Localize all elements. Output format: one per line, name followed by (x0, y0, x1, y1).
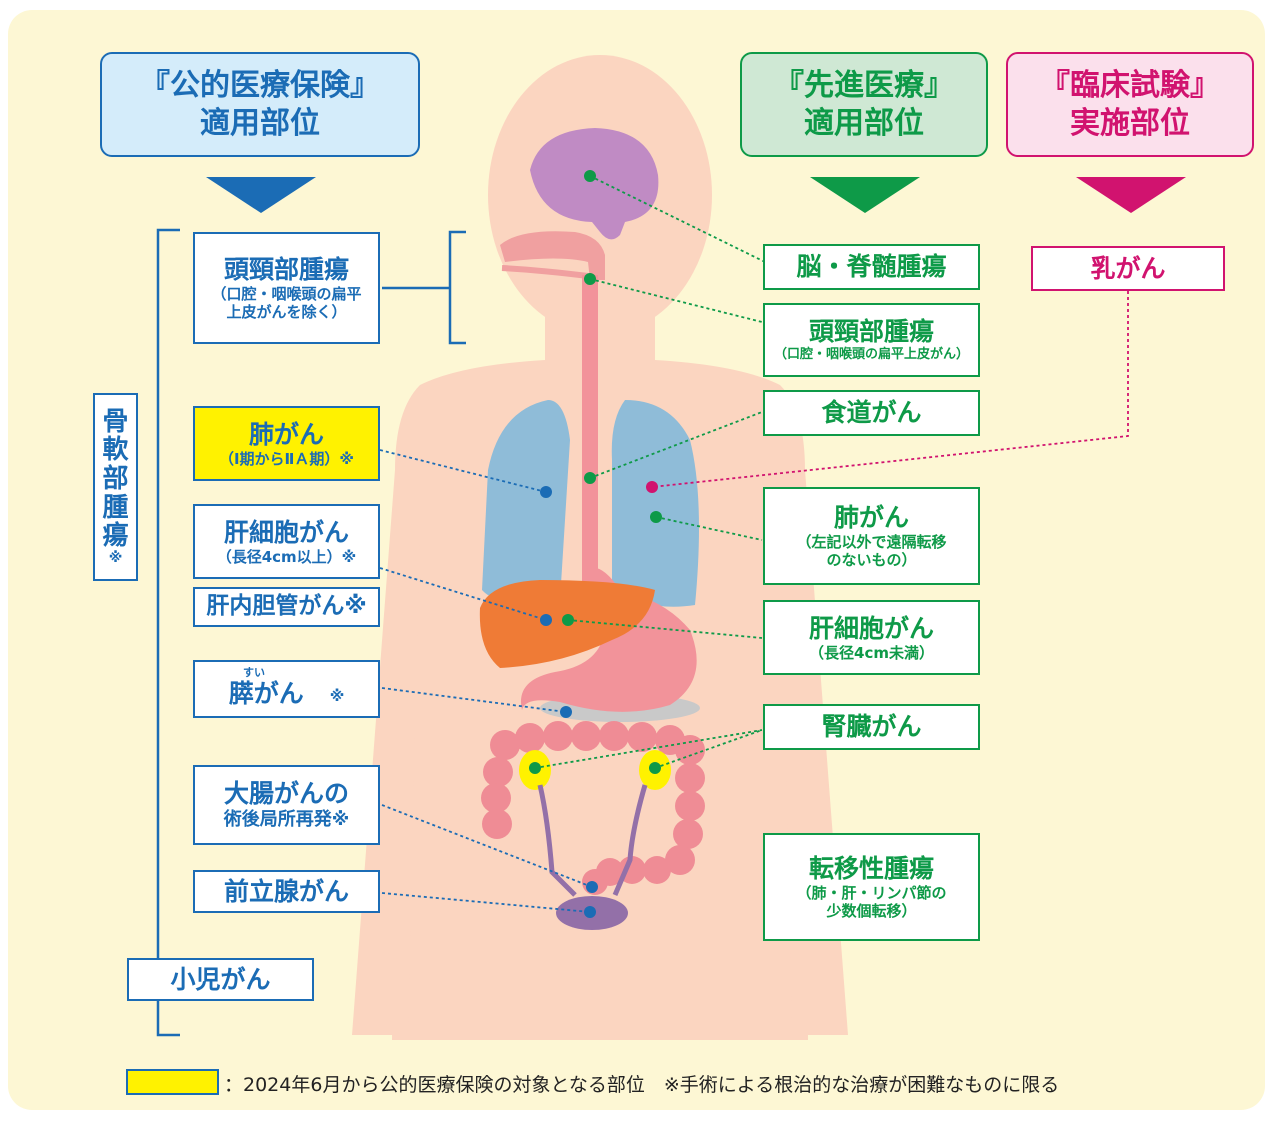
bone-soft-char: 瘍 (102, 521, 129, 552)
advanced-liver-label: 肝細胞がん (808, 613, 934, 643)
trial-header-line1: 『臨床試験』 (1040, 68, 1220, 103)
public-bile-duct-box: 肝内胆管がん※ (193, 587, 380, 627)
trial-breast-label: 乳がん (1090, 253, 1166, 283)
public-pancreas-label: 膵がん (228, 679, 304, 708)
trial-breast-box: 乳がん (1031, 246, 1225, 291)
advanced-head-neck-label: 頭頸部腫瘍 (808, 317, 934, 347)
public-bile-duct-label: 肝内胆管がん※ (206, 593, 367, 620)
public-head-neck-sub1: （口腔・咽喉頭の扁平 (211, 285, 362, 303)
organ-dots (529, 170, 662, 918)
public-colon-label: 大腸がんの (223, 779, 349, 809)
bone-soft-char: 軟 (102, 435, 129, 466)
trial-connector (651, 291, 1129, 488)
public-bone-soft-box: 骨 軟 部 腫 瘍 ※ (93, 393, 138, 581)
advanced-arrow (810, 177, 920, 213)
advanced-lung-box: 肺がん （左記以外で遠隔転移 のないもの） (763, 487, 980, 585)
public-arrow (206, 177, 316, 213)
head-neck-bracket (382, 230, 466, 345)
public-connectors (379, 449, 593, 913)
advanced-esophagus-label: 食道がん (821, 398, 922, 427)
public-liver-sub: （長径4cm以上）※ (216, 547, 357, 566)
left-lung-organ (611, 400, 699, 607)
trial-arrow (1076, 177, 1186, 213)
advanced-head-neck-box: 頭頸部腫瘍 （口腔・咽喉頭の扁平上皮がん） (763, 303, 980, 377)
advanced-brain-label: 脳・脊髄腫瘍 (796, 252, 947, 281)
public-colon-sub: 術後局所再発※ (223, 809, 350, 831)
public-header-line1: 『公的医療保険』 (140, 68, 380, 103)
bone-soft-mark: ※ (108, 549, 123, 566)
advanced-kidney-label: 腎臓がん (821, 712, 922, 741)
advanced-brain-box: 脳・脊髄腫瘍 (763, 244, 980, 290)
legend-swatch (126, 1069, 219, 1095)
advanced-lung-sub1: （左記以外で遠隔転移 (796, 533, 947, 551)
public-head-neck-box: 頭頸部腫瘍 （口腔・咽喉頭の扁平 上皮がんを除く） (193, 232, 380, 344)
public-lung-sub: （Ⅰ期からⅡＡ期）※ (218, 449, 355, 468)
mouth-organ (500, 231, 605, 280)
advanced-head-neck-sub: （口腔・咽喉頭の扁平上皮がん） (773, 347, 969, 363)
advanced-lung-sub2: のないもの） (826, 551, 917, 569)
trial-header-line2: 実施部位 (1070, 105, 1190, 141)
right-lung-organ (482, 400, 570, 604)
public-insurance-header: 『公的医療保険』 適用部位 (100, 52, 420, 157)
public-lung-box: 肺がん （Ⅰ期からⅡＡ期）※ (193, 406, 380, 481)
public-head-neck-sub2: 上皮がんを除く） (226, 303, 347, 321)
legend-text: ：2024年6月から公的医療保険の対象となる部位 ※手術による根治的な治療が困難… (224, 1074, 1060, 1096)
bone-soft-char: 骨 (102, 406, 129, 437)
advanced-metastatic-sub1: （肺・肝・リンパ節の (796, 884, 947, 902)
bone-soft-bracket (156, 228, 180, 1037)
advanced-metastatic-label: 転移性腫瘍 (808, 854, 934, 883)
public-prostate-box: 前立腺がん (193, 870, 380, 913)
public-child-label: 小児がん (170, 964, 271, 994)
bone-soft-char: 部 (102, 464, 129, 494)
advanced-metastatic-box: 転移性腫瘍 （肺・肝・リンパ節の 少数個転移） (763, 833, 980, 941)
public-liver-box: 肝細胞がん （長径4cm以上）※ (193, 504, 380, 579)
advanced-header-line2: 適用部位 (804, 105, 924, 141)
large-intestine-organ (481, 721, 705, 895)
advanced-liver-sub: （長径4cm未満） (809, 643, 934, 662)
clinical-trial-header: 『臨床試験』 実施部位 (1006, 52, 1254, 157)
public-pancreas-ruby: すい (243, 666, 265, 679)
public-head-neck-label: 頭頸部腫瘍 (223, 255, 349, 284)
advanced-esophagus-box: 食道がん (763, 390, 980, 436)
advanced-header-line1: 『先進医療』 (774, 68, 954, 103)
advanced-metastatic-sub2: 少数個転移） (826, 902, 917, 920)
public-prostate-label: 前立腺がん (223, 876, 349, 906)
bone-soft-char: 腫 (102, 492, 129, 523)
advanced-kidney-box: 腎臓がん (763, 704, 980, 750)
advanced-lung-label: 肺がん (833, 503, 909, 532)
public-colon-box: 大腸がんの 術後局所再発※ (193, 765, 380, 845)
advanced-liver-box: 肝細胞がん （長径4cm未満） (763, 600, 980, 675)
public-lung-label: 肺がん (248, 419, 324, 449)
public-liver-label: 肝細胞がん (223, 517, 349, 547)
brain-organ (530, 128, 659, 240)
public-pancreas-mark: ※ (329, 687, 345, 705)
advanced-medicine-header: 『先進医療』 適用部位 (740, 52, 988, 157)
public-child-box: 小児がん (127, 958, 314, 1001)
public-pancreas-box: すい 膵がん ※ (193, 660, 380, 718)
public-header-line2: 適用部位 (200, 105, 320, 141)
advanced-connectors (534, 175, 766, 769)
